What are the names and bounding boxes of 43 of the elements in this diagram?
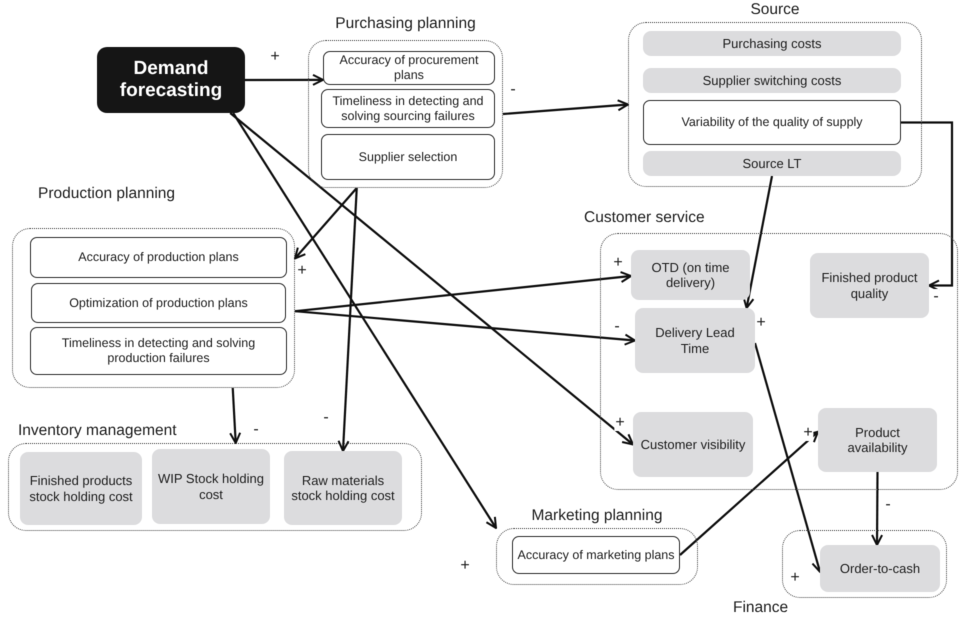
driver-box: Demand forecasting — [97, 47, 245, 113]
arrow — [901, 121, 954, 292]
lever-box: Accuracy of marketing plans — [512, 536, 680, 574]
metric-box: Order-to-cash — [820, 545, 940, 592]
metric-box: OTD (on time delivery) — [631, 250, 750, 300]
group-title: Source — [750, 1, 800, 20]
arrow — [294, 187, 358, 260]
arrow — [230, 112, 634, 446]
lever-box: Supplier selection — [321, 134, 495, 180]
metric-box: Product availability — [818, 408, 937, 472]
metric-box: Purchasing costs — [643, 31, 901, 56]
lever-box: Timeliness in detecting and solving production failures — [30, 327, 287, 375]
metric-box: Finished products stock holding cost — [20, 452, 142, 525]
metric-box: Finished product quality — [810, 253, 929, 318]
arrow — [742, 176, 774, 309]
metric-box: Source LT — [643, 151, 901, 176]
lever-box: Variability of the quality of supply — [643, 100, 901, 145]
edge-label: + — [802, 425, 814, 441]
arrow — [871, 472, 884, 546]
arrow — [294, 310, 636, 346]
lever-box: Accuracy of production plans — [30, 237, 287, 278]
group-title: Purchasing planning — [335, 15, 476, 34]
metric-box: Supplier switching costs — [643, 68, 901, 93]
group-title: Marketing planning — [532, 507, 662, 526]
metric-box: Customer visibility — [633, 412, 753, 477]
group-title: Inventory management — [18, 422, 177, 440]
metric-box: WIP Stock holding cost — [152, 449, 270, 524]
edge-label: + — [614, 415, 626, 431]
arrow — [502, 99, 629, 116]
arrow — [245, 74, 324, 86]
group-title: Finance — [733, 599, 788, 618]
arrow — [338, 188, 358, 452]
lever-box: Accuracy of procurement plans — [323, 51, 495, 85]
metric-box: Delivery Lead Time — [635, 308, 755, 373]
arrow — [679, 430, 819, 556]
arrow — [294, 271, 632, 312]
arrow — [232, 112, 497, 529]
group-title: Customer service — [584, 209, 705, 228]
lever-box: Timeliness in detecting and solving sourcing failures — [321, 89, 495, 128]
lever-box: Optimization of production plans — [31, 283, 286, 323]
metric-box: Raw materials stock holding cost — [284, 451, 402, 525]
arrow — [229, 388, 242, 444]
group-title: Production planning — [38, 185, 176, 204]
